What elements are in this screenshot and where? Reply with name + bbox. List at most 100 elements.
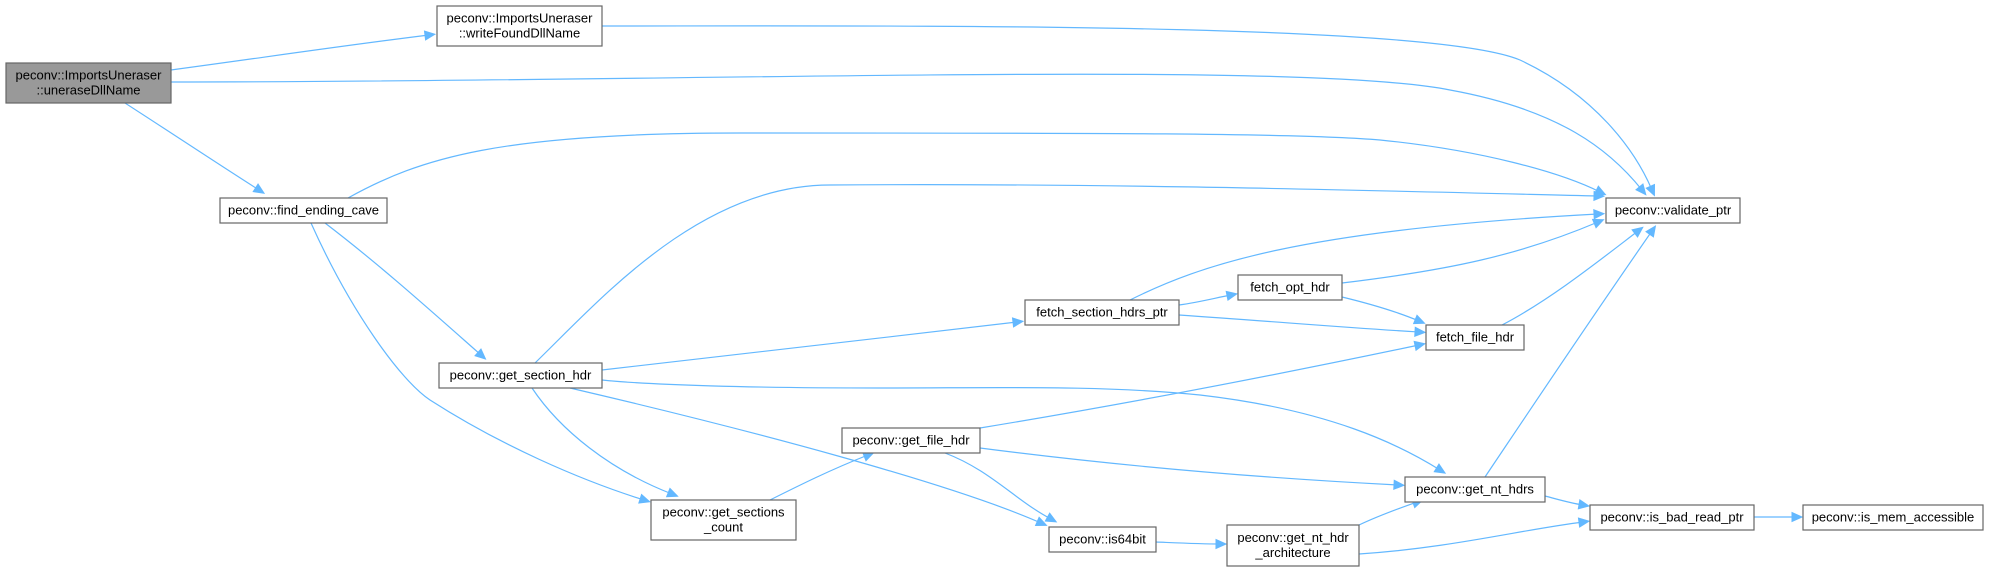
edge-fetch_file_hdr-to-validate_ptr: [1501, 226, 1644, 326]
node-box: [1605, 197, 1741, 224]
node-box: [1048, 526, 1157, 553]
node-get-sections-count[interactable]: peconv::get_sections_count: [650, 499, 797, 541]
edge-arrowhead: [1412, 314, 1426, 325]
edge-line: [1358, 521, 1584, 555]
edges-layer: [124, 25, 1804, 555]
node-writeFoundDllName[interactable]: peconv::ImportsUneraser::writeFoundDllNa…: [436, 5, 603, 47]
edge-fetch_section_hdrs_ptr-to-fetch_file_hdr: [1178, 314, 1427, 337]
edge-arrowhead: [1044, 512, 1058, 523]
edge-arrowhead: [1393, 479, 1406, 491]
edge-line: [310, 222, 645, 501]
edge-uneraseDllName-to-find_ending_cave: [124, 102, 266, 194]
edge-arrowhead: [1593, 208, 1606, 220]
node-label: peconv::get_section_hdr: [450, 368, 592, 383]
node-fetch-section-hdrs-ptr[interactable]: fetch_section_hdrs_ptr: [1024, 299, 1180, 326]
edge-get_nt_hdrs-to-validate_ptr: [1484, 225, 1657, 478]
node-label: fetch_section_hdrs_ptr: [1036, 305, 1168, 320]
node-box: [219, 197, 388, 224]
node-label: _architecture: [1254, 545, 1330, 560]
edge-writeFoundDllName-to-validate_ptr: [601, 25, 1655, 197]
edge-get_nt_hdr_architecture-to-is_bad_read_ptr: [1358, 517, 1591, 555]
node-label: peconv::get_file_hdr: [852, 433, 970, 448]
node-box: [438, 362, 603, 389]
node-find-ending-cave[interactable]: peconv::find_ending_cave: [219, 197, 388, 224]
node-label: peconv::get_nt_hdrs: [1416, 482, 1534, 497]
node-label: ::uneraseDllName: [36, 83, 140, 98]
edge-fetch_section_hdrs_ptr-to-fetch_opt_hdr: [1178, 290, 1239, 306]
edge-line: [569, 387, 1042, 524]
node-is64bit[interactable]: peconv::is64bit: [1048, 526, 1157, 553]
edge-line: [979, 344, 1420, 429]
node-is-mem-accessible[interactable]: peconv::is_mem_accessible: [1802, 504, 1984, 531]
edge-get_section_hdr-to-validate_ptr: [534, 184, 1606, 364]
edge-arrowhead: [474, 348, 487, 360]
edge-arrowhead: [1413, 340, 1427, 352]
node-validate-ptr[interactable]: peconv::validate_ptr: [1605, 197, 1741, 224]
edge-arrowhead: [1591, 218, 1605, 229]
node-label: peconv::is_mem_accessible: [1812, 510, 1975, 525]
edge-arrowhead: [1225, 290, 1239, 302]
edge-get_section_hdr-to-get_sections_count: [531, 387, 679, 498]
edge-arrowhead: [252, 183, 266, 194]
edge-line: [1178, 294, 1232, 306]
node-get-nt-hdr-architecture[interactable]: peconv::get_nt_hdr_architecture: [1226, 524, 1360, 567]
edge-get_file_hdr-to-get_nt_hdrs: [979, 447, 1406, 491]
edge-arrowhead: [1791, 511, 1804, 523]
node-box: [1404, 476, 1546, 503]
node-box: [1024, 299, 1180, 326]
edge-line: [1358, 501, 1418, 526]
node-box: [436, 5, 603, 47]
node-label: fetch_opt_hdr: [1250, 280, 1330, 295]
node-fetch-file-hdr[interactable]: fetch_file_hdr: [1425, 324, 1525, 351]
edge-line: [1501, 230, 1639, 326]
edge-find_ending_cave-to-get_sections_count: [310, 222, 651, 504]
edge-arrowhead: [1593, 190, 1606, 202]
node-get-section-hdr[interactable]: peconv::get_section_hdr: [438, 362, 603, 389]
edge-arrowhead: [1645, 183, 1655, 197]
node-is-bad-read-ptr[interactable]: peconv::is_bad_read_ptr: [1589, 504, 1755, 531]
node-box: [1802, 504, 1984, 531]
edge-line: [534, 184, 1599, 364]
node-get-nt-hdrs[interactable]: peconv::get_nt_hdrs: [1404, 476, 1546, 503]
edge-line: [601, 25, 1653, 191]
edge-line: [324, 222, 482, 356]
edge-fetch_section_hdrs_ptr-to-validate_ptr: [1129, 208, 1606, 301]
edge-line: [531, 387, 673, 495]
node-fetch-opt-hdr[interactable]: fetch_opt_hdr: [1237, 274, 1343, 301]
edge-arrowhead: [1645, 225, 1657, 238]
edge-find_ending_cave-to-validate_ptr: [347, 132, 1607, 199]
edge-arrowhead: [423, 30, 437, 41]
edge-arrowhead: [1635, 183, 1647, 196]
node-label: _count: [703, 520, 743, 535]
edge-line: [1129, 213, 1599, 301]
node-uneraseDllName[interactable]: peconv::ImportsUneraser::uneraseDllName: [5, 62, 172, 104]
edge-line: [1178, 314, 1420, 333]
node-label: peconv::ImportsUneraser: [447, 11, 594, 26]
node-label: peconv::is64bit: [1059, 532, 1146, 547]
edge-get_nt_hdr_architecture-to-get_nt_hdrs: [1358, 498, 1424, 526]
node-get-file-hdr[interactable]: peconv::get_file_hdr: [841, 427, 981, 454]
edge-line: [1341, 296, 1420, 322]
edge-is_bad_read_ptr-to-is_mem_accessible: [1754, 511, 1804, 523]
edge-line: [170, 73, 1643, 191]
node-box: [841, 427, 981, 454]
edge-line: [944, 452, 1052, 520]
node-label: ::writeFoundDllName: [459, 26, 580, 41]
node-label: peconv::get_nt_hdr: [1237, 530, 1349, 545]
edge-get_section_hdr-to-is64bit: [569, 387, 1048, 527]
node-box: [650, 499, 797, 541]
edge-get_file_hdr-to-is64bit: [944, 452, 1058, 523]
edge-line: [769, 454, 869, 501]
edge-arrowhead: [638, 493, 651, 504]
edge-find_ending_cave-to-get_section_hdr: [324, 222, 487, 360]
edge-line: [601, 379, 1441, 471]
edge-get_nt_hdrs-to-is_bad_read_ptr: [1544, 495, 1591, 510]
node-box: [1237, 274, 1343, 301]
edge-get_sections_count-to-get_file_hdr: [769, 451, 875, 501]
edge-arrowhead: [1215, 538, 1228, 550]
nodes-layer: peconv::ImportsUneraser::uneraseDllNamep…: [5, 5, 1984, 567]
node-box: [1226, 524, 1360, 567]
node-label: peconv::get_sections: [662, 505, 785, 520]
edge-get_file_hdr-to-fetch_file_hdr: [979, 340, 1427, 429]
